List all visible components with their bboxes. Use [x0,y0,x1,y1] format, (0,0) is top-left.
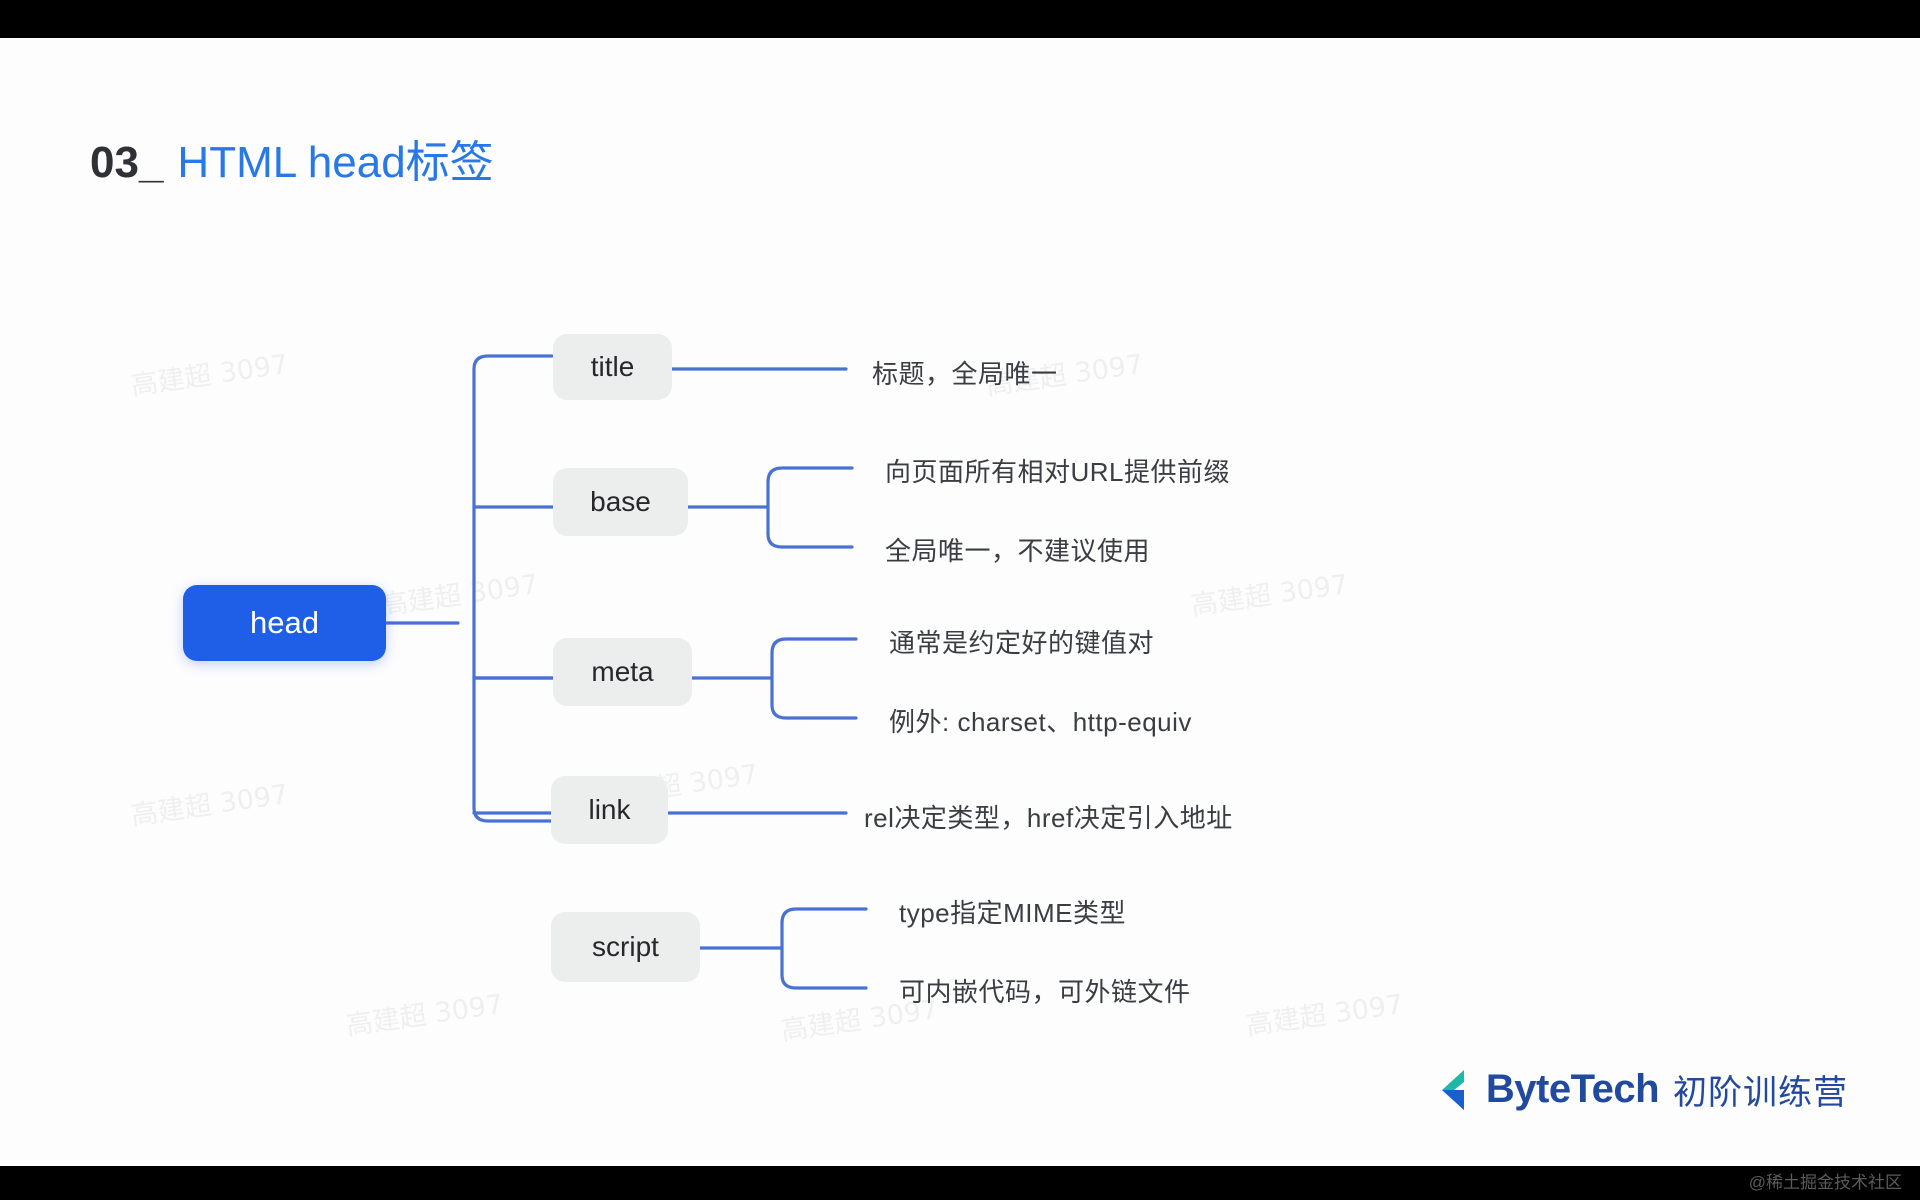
title-text: HTML head标签 [177,138,494,187]
connector-spine-title [472,354,554,371]
brand-subtitle: 初阶训练营 [1673,1074,1848,1112]
mindmap-node-script[interactable]: script [551,912,700,982]
connector-base-leaf2 [766,532,854,549]
bottom-credit: @稀土掘金技术社区 [1748,1173,1902,1192]
node-label: link [588,794,631,825]
title-number: 03_ [90,138,164,187]
leaf-script-2: 可内嵌代码，可外链文件 [899,977,1191,1007]
leaf-meta-2: 例外: charset、http-equiv [889,707,1192,737]
connector-meta-leaf1 [770,637,858,655]
mindmap-node-meta[interactable]: meta [553,638,692,706]
footer-brand: ByteTech 初阶训练营 [1432,1065,1848,1114]
slide-canvas: 03_ HTML head标签 高建超 3097 高建超 3097 高建超 30… [0,38,1920,1166]
bytetech-logo-icon [1441,1069,1464,1110]
page-title: 03_ HTML head标签 [90,126,494,190]
leaf-script-1: type指定MIME类型 [899,898,1127,928]
mindmap-node-title[interactable]: title [553,334,672,400]
mindmap-node-head[interactable]: head [183,585,386,661]
node-label: head [250,605,319,640]
leaf-meta-1: 通常是约定好的键值对 [889,628,1155,658]
leaf-base-1: 向页面所有相对URL提供前缀 [885,457,1231,487]
connector-script-leaf2 [780,973,868,990]
mindmap: head title base meta link script 标题，全局唯一… [0,38,1920,1166]
connector-script-leaf1 [780,907,868,925]
mindmap-connectors [384,354,868,990]
node-label: meta [591,656,654,687]
node-label: base [590,486,651,517]
mindmap-node-link[interactable]: link [551,776,668,844]
bottom-bar: @稀土掘金技术社区 [0,1166,1920,1200]
leaf-base-2: 全局唯一，不建议使用 [885,536,1151,566]
leaf-title-1: 标题，全局唯一 [872,359,1058,389]
connector-meta-leaf2 [770,703,858,720]
node-label: script [592,931,659,962]
brand-name: ByteTech [1485,1067,1660,1111]
node-label: title [590,351,635,382]
mindmap-node-base[interactable]: base [553,468,688,536]
connector-base-leaf1 [766,466,854,484]
leaf-link-1: rel决定类型，href决定引入地址 [864,803,1233,833]
connector-spine-script [472,806,558,823]
